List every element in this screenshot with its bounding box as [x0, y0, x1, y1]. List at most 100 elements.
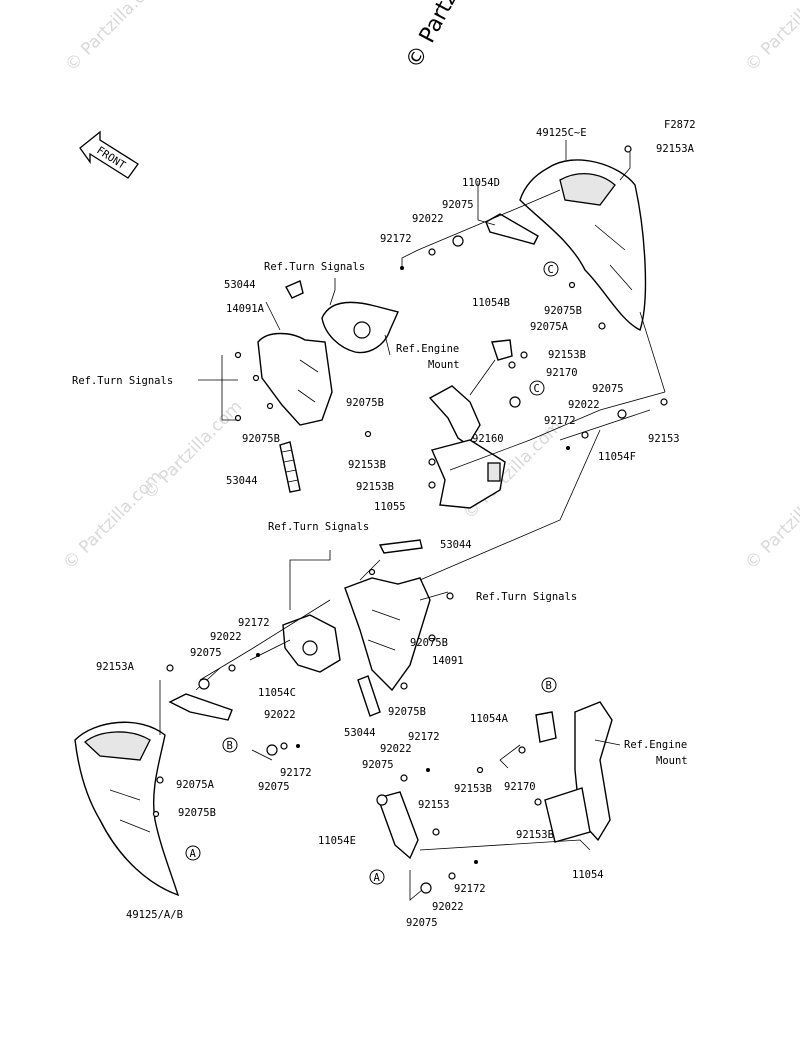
callout-92153b-c[interactable]: 92153B: [356, 481, 394, 493]
front-arrow-icon: FRONT: [79, 130, 139, 179]
watermark-top-left: © Partzilla.com: [61, 0, 168, 76]
callout-11054a[interactable]: 11054A: [470, 713, 509, 725]
bracket-11054b-part: [491, 339, 513, 361]
callout-92172-m2[interactable]: 92172: [280, 767, 312, 779]
callout-92153b-a[interactable]: 92153B: [548, 349, 586, 361]
callout-92075-top[interactable]: 92075: [442, 199, 474, 211]
hardware-fasteners: [152, 145, 668, 894]
inner-panel-14091a-part: [257, 332, 333, 426]
callout-92153a-top[interactable]: 92153A: [656, 143, 695, 155]
bracket-11054d-part: [485, 213, 539, 245]
svg-text:C: C: [548, 264, 554, 276]
bracket-11055-part: [431, 439, 506, 509]
tape-53044-top-part: [285, 280, 304, 299]
callout-92172-b[interactable]: 92172: [408, 731, 440, 743]
callout-92153a-m[interactable]: 92153A: [96, 661, 135, 673]
callout-49125-a-b[interactable]: 49125/A/B: [126, 909, 183, 921]
callout-92153-b[interactable]: 92153: [418, 799, 450, 811]
callout-11054[interactable]: 11054: [572, 869, 604, 881]
callout-ref-turn-signals-top[interactable]: Ref.Turn Signals: [264, 261, 365, 273]
tape-53044-left-part: [279, 441, 301, 493]
callout-92172-m[interactable]: 92172: [238, 617, 270, 629]
lower-cowl-left-part: [74, 721, 180, 897]
ref-circle-c-top: C: [543, 261, 559, 277]
callout-11054b[interactable]: 11054B: [472, 297, 510, 309]
callout-ref-turn-signals-mid[interactable]: Ref.Turn Signals: [268, 521, 369, 533]
callout-11054e[interactable]: 11054E: [318, 835, 356, 847]
svg-text:B: B: [546, 680, 552, 692]
engine-mount-bracket-top-part: [428, 385, 481, 447]
callout-92022-r[interactable]: 92022: [568, 399, 600, 411]
callout-92075-m[interactable]: 92075: [190, 647, 222, 659]
callout-92075-b[interactable]: 92075: [362, 759, 394, 771]
callout-ref-turn-signals-left[interactable]: Ref.Turn Signals: [72, 375, 173, 387]
callout-92022-b[interactable]: 92022: [380, 743, 412, 755]
ref-circle-b-left: B: [222, 737, 238, 753]
callout-92075b-e[interactable]: 92075B: [388, 706, 426, 718]
callout-92075b-a[interactable]: 92075B: [346, 397, 384, 409]
tape-53044-mid-part: [378, 539, 423, 554]
callout-92022-m2[interactable]: 92022: [264, 709, 296, 721]
callout-ref-engine-mount-top-1[interactable]: Ref.Engine: [396, 343, 459, 355]
turn-signal-housing-mid-part: [282, 614, 341, 673]
callout-92075a-b[interactable]: 92075A: [176, 779, 215, 791]
watermark-main: © Partzilla.com: [401, 0, 503, 73]
callout-92153b-b[interactable]: 92153B: [348, 459, 386, 471]
callout-53044-b[interactable]: 53044: [226, 475, 258, 487]
callout-92172-b2[interactable]: 92172: [454, 883, 486, 895]
ref-circle-a-left: A: [185, 845, 201, 861]
svg-text:C: C: [534, 383, 540, 395]
callout-14091[interactable]: 14091: [432, 655, 464, 667]
callout-92075b-d[interactable]: 92075B: [410, 637, 448, 649]
ref-circle-a-bottom: A: [369, 869, 385, 885]
tape-53044-lower-part: [357, 675, 381, 717]
svg-text:A: A: [374, 872, 381, 884]
callout-11054c[interactable]: 11054C: [258, 687, 296, 699]
callout-92170-a[interactable]: 92170: [546, 367, 578, 379]
callout-92160[interactable]: 92160: [472, 433, 504, 445]
callout-ref-engine-mount-top-2[interactable]: Mount: [428, 359, 460, 371]
callout-92172-r[interactable]: 92172: [544, 415, 576, 427]
callout-11054f[interactable]: 11054F: [598, 451, 636, 463]
callout-92075a-a[interactable]: 92075A: [530, 321, 569, 333]
leader-lines: [159, 140, 666, 901]
callout-ref-engine-mount-bot-2[interactable]: Mount: [656, 755, 688, 767]
bracket-11054c-part: [168, 693, 233, 721]
callout-ref-turn-signals-mid-r[interactable]: Ref.Turn Signals: [476, 591, 577, 603]
watermark-top-right: © Partzilla.com: [741, 0, 800, 76]
callout-92075-m2[interactable]: 92075: [258, 781, 290, 793]
watermark-mid-right: © Partzilla.com: [741, 467, 800, 574]
callout-53044-c[interactable]: 53044: [440, 539, 472, 551]
callout-92153b-d[interactable]: 92153B: [454, 783, 492, 795]
callout-92075-r[interactable]: 92075: [592, 383, 624, 395]
callout-92172-top[interactable]: 92172: [380, 233, 412, 245]
callout-92075b-f[interactable]: 92075B: [178, 807, 216, 819]
callout-92170-b[interactable]: 92170: [504, 781, 536, 793]
figure-code: F2872: [664, 119, 696, 131]
svg-text:B: B: [227, 740, 233, 752]
watermark-center-a: © Partzilla.com: [139, 397, 246, 504]
bracket-11054e-part: [377, 791, 419, 860]
callout-92022-m[interactable]: 92022: [210, 631, 242, 643]
callout-14091a[interactable]: 14091A: [226, 303, 265, 315]
callout-92075b-c[interactable]: 92075B: [544, 305, 582, 317]
callout-53044-d[interactable]: 53044: [344, 727, 376, 739]
callout-11054d[interactable]: 11054D: [462, 177, 500, 189]
callout-ref-engine-mount-bot-1[interactable]: Ref.Engine: [624, 739, 687, 751]
callout-92075-b2[interactable]: 92075: [406, 917, 438, 929]
callout-92153-r[interactable]: 92153: [648, 433, 680, 445]
callout-92075b-b[interactable]: 92075B: [242, 433, 280, 445]
ref-circle-b-right: B: [541, 677, 557, 693]
ref-circle-c-mid: C: [529, 380, 545, 396]
inner-panel-14091-part: [344, 577, 431, 692]
callout-92153b-e[interactable]: 92153B: [516, 829, 554, 841]
callout-92022-b2[interactable]: 92022: [432, 901, 464, 913]
svg-text:A: A: [190, 848, 197, 860]
callout-53044-a[interactable]: 53044: [224, 279, 256, 291]
callout-92022-top[interactable]: 92022: [412, 213, 444, 225]
callout-11055[interactable]: 11055: [374, 501, 406, 513]
turn-signal-housing-top-part: [321, 301, 399, 356]
callout-49125c-e[interactable]: 49125C~E: [536, 127, 587, 139]
upper-cowl-right-part: [519, 159, 647, 331]
